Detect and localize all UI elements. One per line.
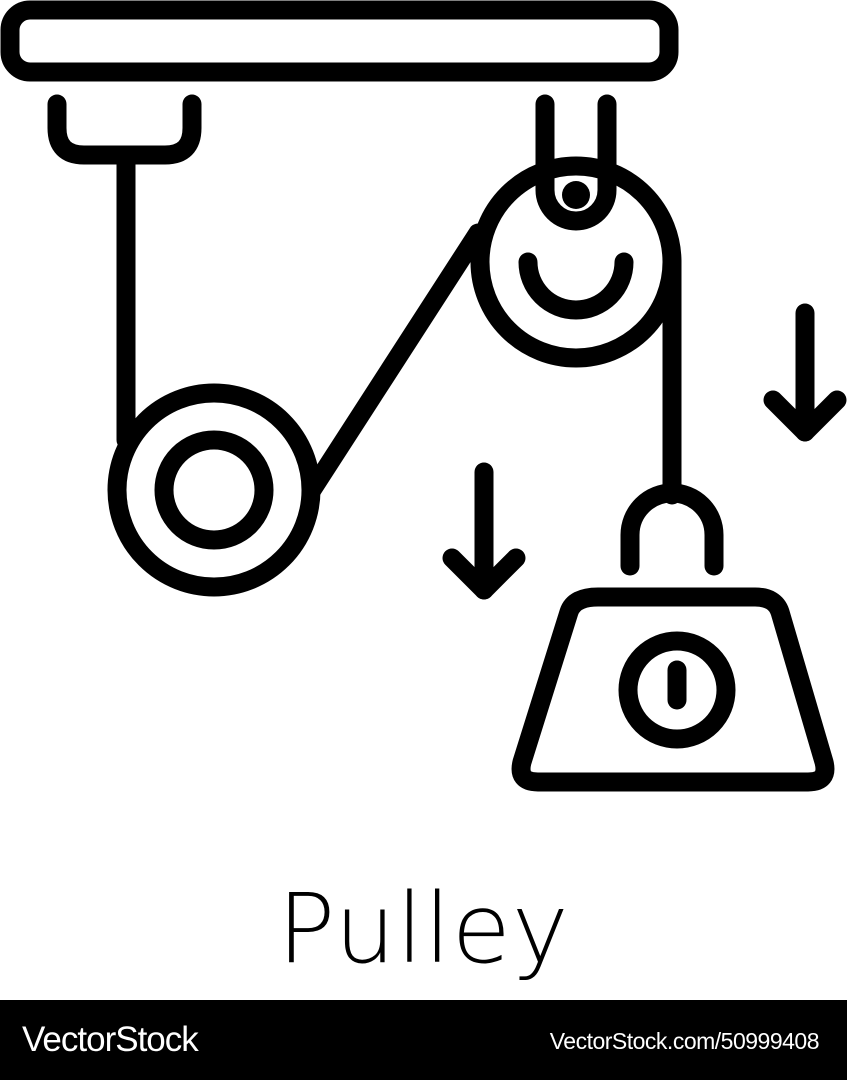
down-arrow-left-icon	[442, 462, 526, 600]
lower-pulley-hub	[154, 430, 274, 550]
watermark-footer: VectorStock VectorStock.com/50999408	[0, 1000, 847, 1080]
upper-pulley-pin	[562, 181, 590, 209]
footer-reference: VectorStock.com/50999408	[549, 1028, 820, 1054]
ceiling-beam	[0, 0, 679, 82]
weight-dial	[618, 631, 736, 749]
lower-pulley-wheel	[107, 383, 321, 597]
caption-title: Pulley	[277, 873, 570, 985]
footer-brand: VectorStock	[22, 1020, 199, 1059]
pulley-illustration	[0, 0, 847, 792]
weight-block	[511, 587, 835, 792]
down-arrow-right-icon	[763, 303, 847, 442]
upper-pulley-smile-arc	[518, 252, 634, 320]
upper-pulley-bracket	[535, 94, 617, 231]
weight-hook	[620, 483, 724, 576]
left-bracket	[47, 94, 202, 165]
diagonal-rope	[302, 223, 488, 500]
